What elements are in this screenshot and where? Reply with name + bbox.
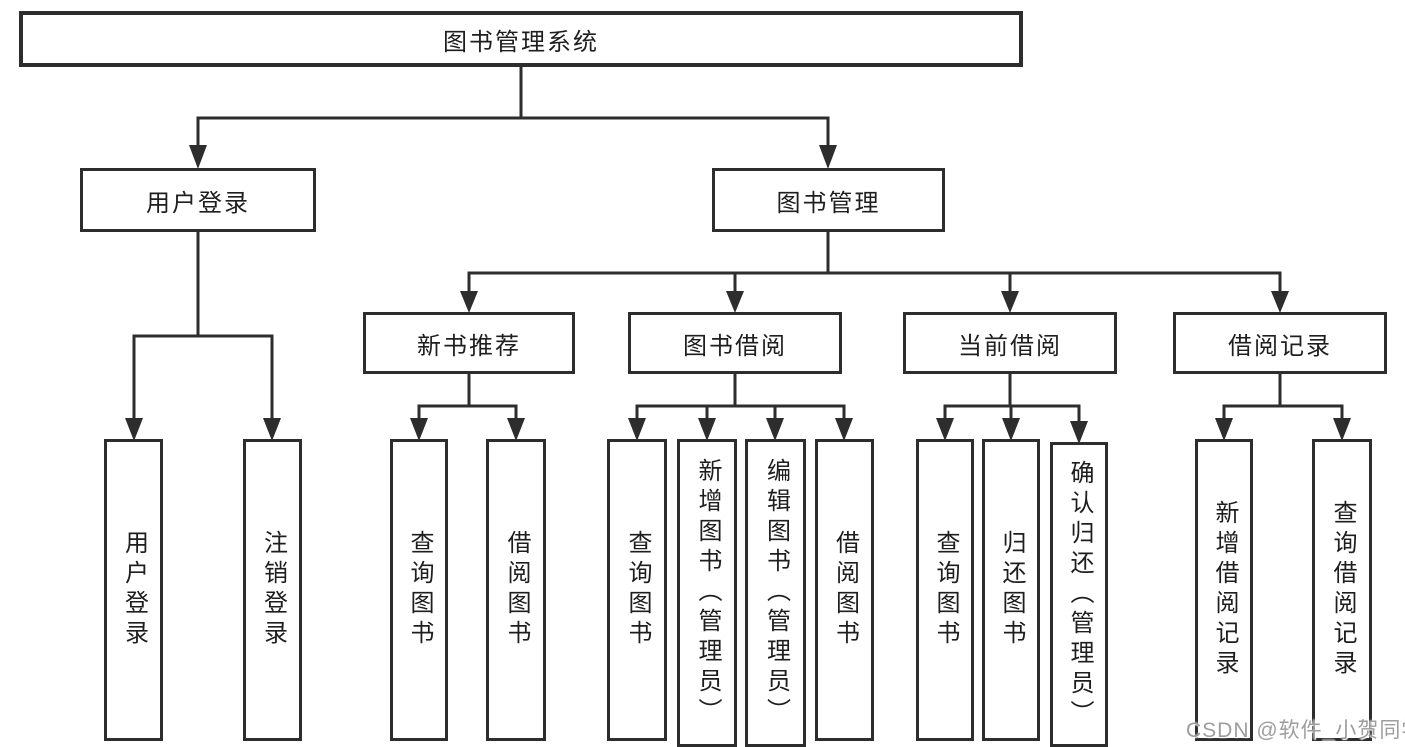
node-current-borrowing: 当前借阅 — [903, 312, 1117, 374]
arrowheads — [125, 145, 1351, 444]
node-label: 查询借阅记录 — [1329, 500, 1356, 680]
leaf-edit-book-admin: 编辑图书（管理员） — [745, 439, 806, 747]
leaf-query-borrow-record: 查询借阅记录 — [1312, 439, 1372, 741]
node-borrowing-records: 借阅记录 — [1173, 312, 1387, 374]
node-label: 查询图书 — [624, 530, 651, 650]
node-label: 当前借阅 — [958, 332, 1062, 360]
node-book-borrowing: 图书借阅 — [628, 312, 842, 374]
node-user-login: 用户登录 — [80, 168, 316, 232]
leaf-confirm-return-admin: 确认归还（管理员） — [1050, 442, 1108, 747]
leaf-logout: 注销登录 — [243, 439, 302, 741]
node-label: 图书借阅 — [683, 332, 787, 360]
leaf-query-books-borrow: 查询图书 — [607, 439, 667, 741]
leaf-query-books-current: 查询图书 — [916, 439, 974, 741]
node-label: 借阅图书 — [503, 530, 530, 650]
node-label: 确认归还（管理员） — [1066, 459, 1093, 730]
node-label: 图书管理系统 — [443, 28, 599, 56]
leaf-return-book: 归还图书 — [982, 439, 1040, 741]
node-label: 查询图书 — [406, 530, 433, 650]
node-label: 借阅图书 — [831, 530, 859, 650]
node-label: 用户登录 — [146, 189, 250, 217]
node-label: 注销登录 — [259, 530, 287, 650]
node-label: 用户登录 — [120, 530, 148, 650]
node-label: 新增借阅记录 — [1211, 500, 1238, 680]
connector-lines — [132, 65, 1344, 422]
node-label: 新增图书（管理员） — [694, 458, 721, 728]
leaf-add-borrow-record: 新增借阅记录 — [1195, 439, 1253, 741]
leaf-borrow-books-recommend: 借阅图书 — [486, 439, 546, 741]
node-root-library-system: 图书管理系统 — [19, 11, 1023, 67]
node-label: 图书管理 — [776, 189, 881, 217]
csdn-watermark: CSDN @软件_小贺同学 — [1186, 719, 1405, 742]
node-book-management: 图书管理 — [712, 168, 945, 232]
node-label: 新书推荐 — [417, 332, 521, 360]
leaf-add-book-admin: 新增图书（管理员） — [677, 439, 737, 747]
leaf-query-books-recommend: 查询图书 — [390, 439, 448, 741]
node-new-book-recommendation: 新书推荐 — [363, 312, 575, 374]
leaf-borrow-books: 借阅图书 — [815, 439, 874, 741]
node-label: 查询图书 — [932, 530, 959, 650]
node-label: 编辑图书（管理员） — [762, 458, 790, 728]
leaf-user-login: 用户登录 — [104, 439, 163, 741]
node-label: 归还图书 — [998, 530, 1025, 650]
node-label: 借阅记录 — [1228, 332, 1332, 360]
